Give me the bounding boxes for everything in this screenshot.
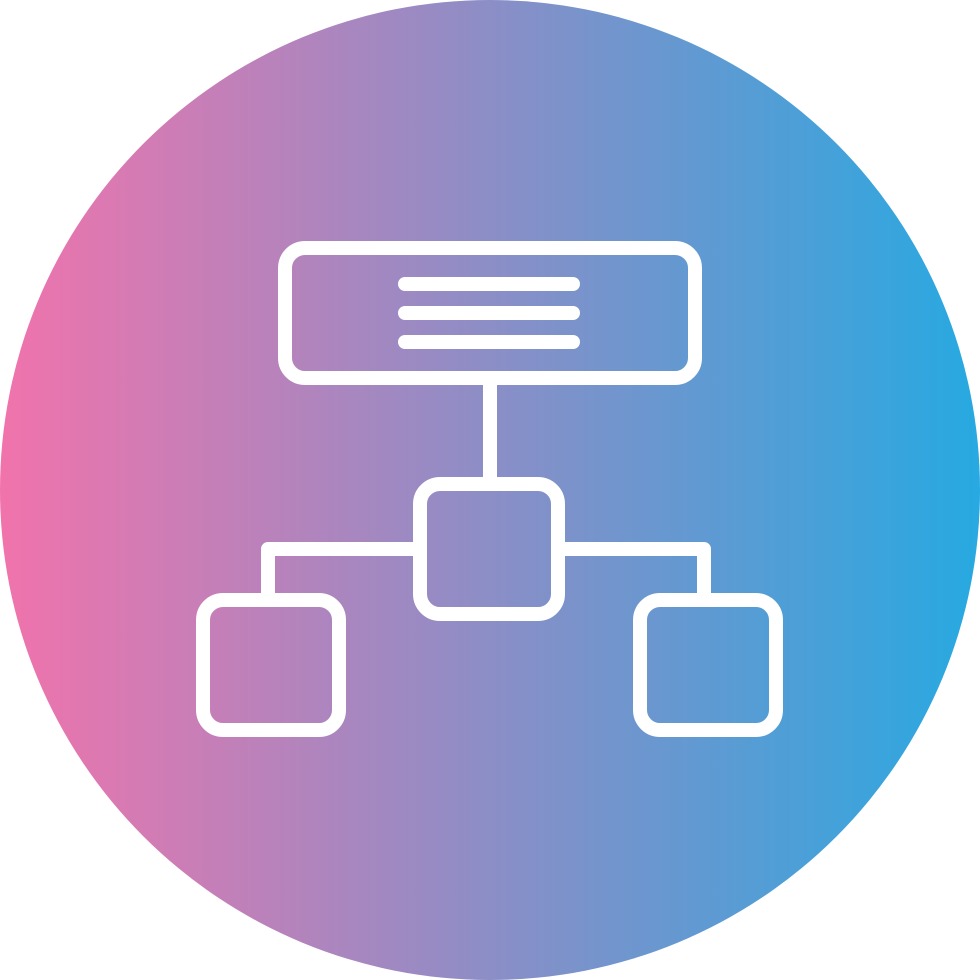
right-child-box [633, 593, 783, 737]
diagram-line-art [196, 241, 783, 737]
right-branch-connector [558, 542, 711, 600]
left-branch-connector [261, 542, 420, 600]
left-child-box [196, 593, 346, 737]
header-text-lines [398, 277, 580, 349]
